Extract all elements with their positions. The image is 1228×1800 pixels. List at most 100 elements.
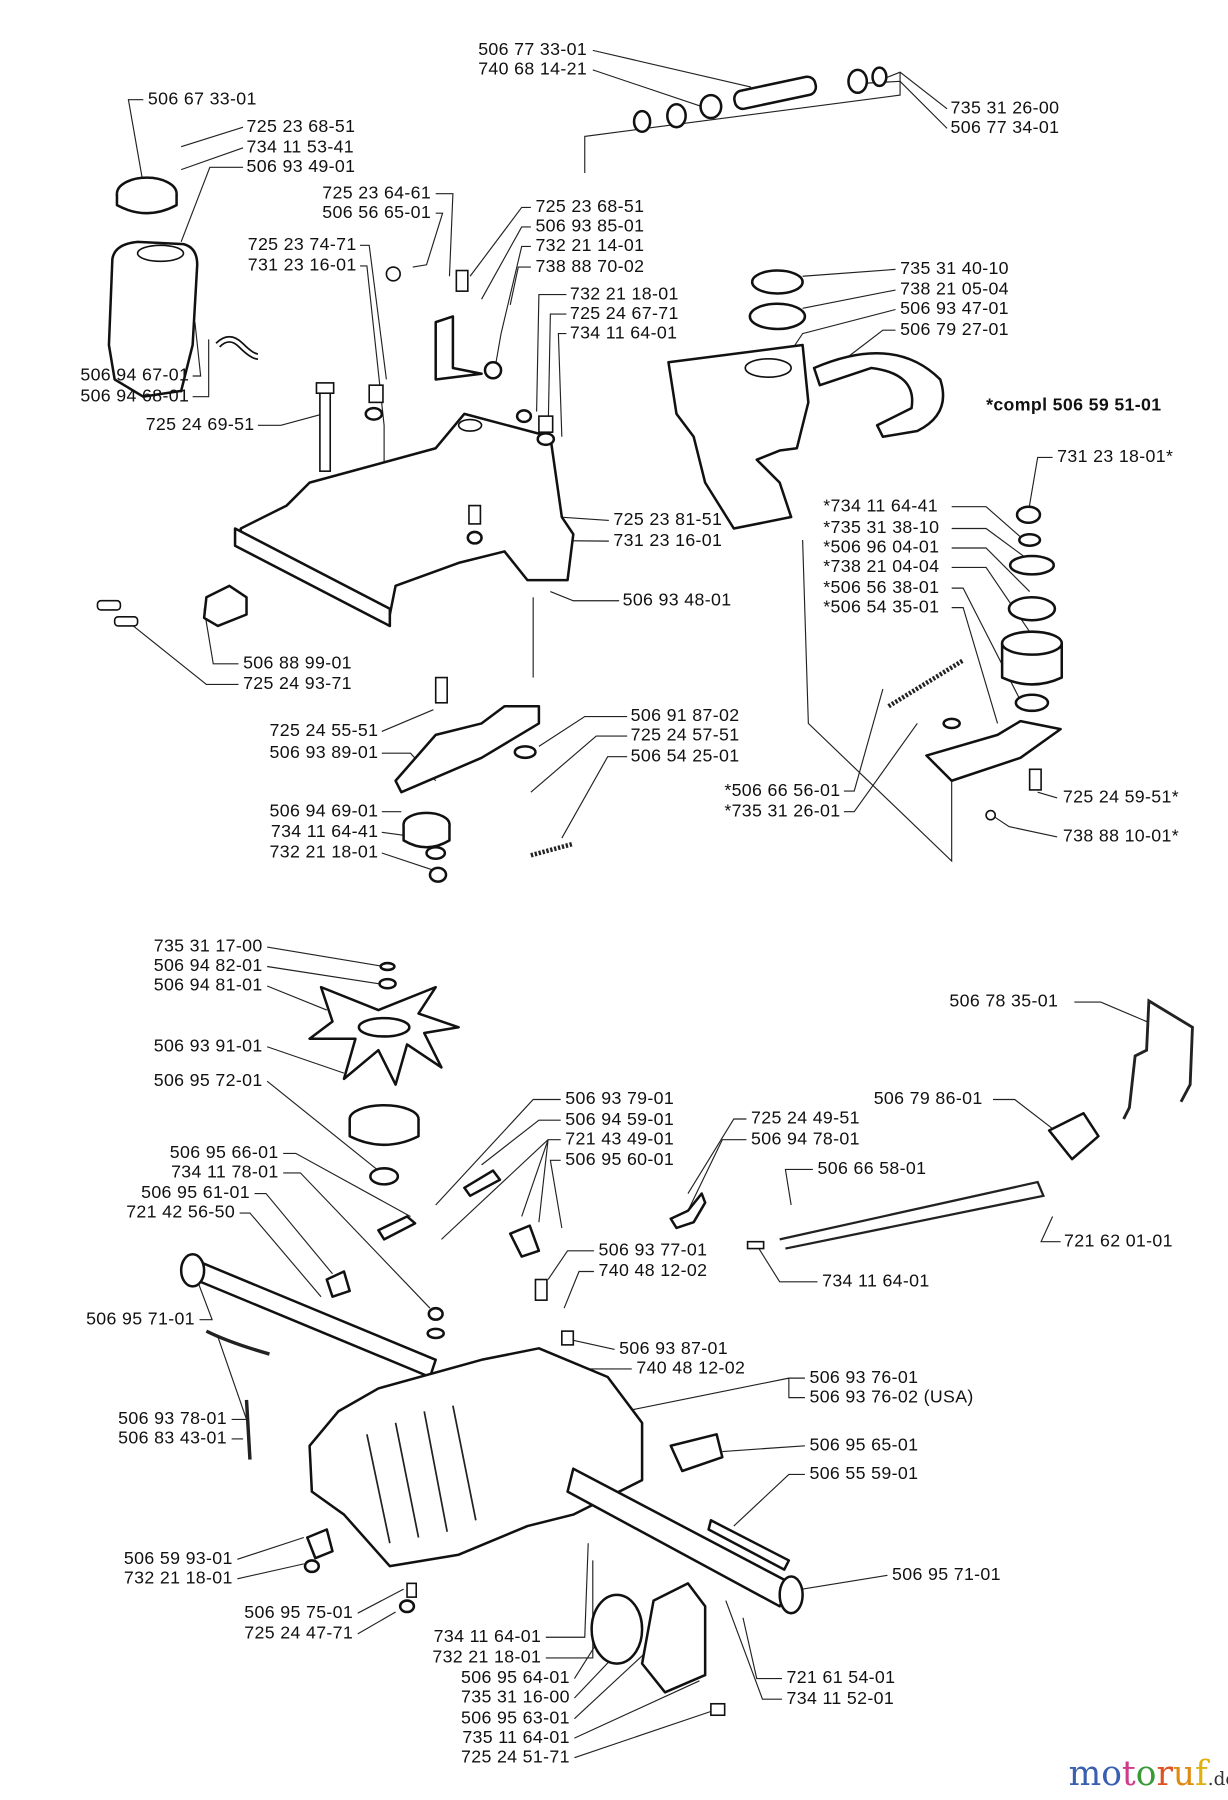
bracket: [325, 1270, 351, 1298]
callout: 721 61 54-01: [787, 1667, 896, 1687]
frame-hole: [457, 418, 483, 432]
callout: 506 95 63-01: [461, 1707, 570, 1727]
lever: [508, 1224, 541, 1258]
callout: 506 94 81-01: [154, 975, 263, 995]
callout: 506 77 34-01: [951, 117, 1060, 137]
callout: 732 21 14-01: [535, 235, 644, 255]
bolt: [538, 415, 554, 433]
callout: 506 94 68-01: [80, 385, 189, 405]
callout: 506 93 49-01: [247, 156, 356, 176]
bushing-top: [1000, 630, 1064, 656]
callout: 721 42 56-50: [126, 1202, 235, 1222]
callout: 732 21 18-01: [270, 842, 379, 862]
callout: 734 11 64-41: [271, 821, 379, 841]
bolt: [468, 504, 482, 525]
long-bolt: [319, 390, 332, 472]
callout: 725 24 49-51: [751, 1108, 860, 1128]
callout: *735 31 26-01: [724, 800, 840, 820]
callout: 506 93 91-01: [154, 1035, 263, 1055]
screw: [385, 266, 401, 282]
callout: 725 23 81-51: [613, 509, 722, 529]
callout: 506 93 76-01: [809, 1367, 918, 1387]
brake-caliper: [640, 1582, 707, 1694]
circlip: [1008, 554, 1055, 576]
callout: 731 23 16-01: [248, 255, 357, 275]
lever: [463, 1169, 502, 1198]
callout: 725 24 51-71: [461, 1746, 570, 1766]
lever-plate: [925, 719, 1062, 783]
reservoir-neck: [136, 244, 185, 263]
washer: [398, 1599, 416, 1614]
callout: *506 96 04-01: [823, 537, 939, 557]
callout: 506 95 75-01: [244, 1602, 353, 1622]
callout-labels: 506 77 33-01 740 68 14-21 735 31 26-00 5…: [80, 39, 1179, 1766]
callout: 734 11 64-01: [434, 1626, 542, 1646]
key: [707, 1519, 791, 1571]
callout: 506 93 78-01: [118, 1408, 227, 1428]
bolt: [710, 1702, 726, 1717]
callout: 506 95 71-01: [892, 1564, 1001, 1584]
callout: 506 77 33-01: [478, 39, 587, 59]
nut: [1015, 505, 1042, 525]
nut: [515, 409, 533, 424]
bolt: [746, 1240, 765, 1250]
bracket: [202, 584, 248, 628]
callout: 506 94 82-01: [154, 955, 263, 975]
bearing: [748, 302, 807, 331]
callout: 734 11 64-01: [570, 322, 678, 342]
pulley-rim: [348, 1118, 420, 1146]
axle-right: [566, 1467, 793, 1608]
spring-cover: [669, 1433, 724, 1473]
callout: *506 66 56-01: [724, 780, 840, 800]
callout: 506 95 60-01: [565, 1149, 674, 1169]
nut: [427, 1306, 444, 1321]
callout: 506 67 33-01: [148, 88, 257, 108]
callout: 735 31 16-00: [461, 1687, 570, 1707]
callout: 506 93 87-01: [619, 1338, 728, 1358]
callout: 506 78 35-01: [949, 991, 1058, 1011]
washer: [942, 717, 961, 730]
reservoir-tank: [107, 240, 199, 398]
axle-seal: [778, 1575, 804, 1615]
callout: 725 24 47-71: [244, 1623, 353, 1643]
callout: 506 59 93-01: [124, 1548, 233, 1568]
bolt-head: [315, 382, 335, 395]
washer: [536, 432, 556, 447]
spacer: [1014, 693, 1050, 713]
bushing: [369, 1167, 400, 1186]
callout: 725 24 69-51: [146, 414, 255, 434]
callout: 725 24 67-71: [570, 303, 679, 323]
washer: [426, 1327, 445, 1340]
steering-band: [812, 351, 945, 439]
bellcrank-plate: [1047, 1112, 1100, 1161]
callout: 725 23 74-71: [248, 234, 357, 254]
callout: 506 54 25-01: [631, 745, 740, 765]
callout: *506 56 38-01: [823, 577, 939, 597]
callout: 734 11 78-01: [171, 1162, 279, 1182]
callout: 734 11 52-01: [787, 1688, 895, 1708]
callout: 506 55 59-01: [809, 1463, 918, 1483]
callout: 725 24 93-71: [243, 673, 352, 693]
bracket: [669, 1192, 707, 1230]
nut: [428, 866, 448, 883]
callout: 725 24 59-51*: [1063, 787, 1179, 807]
callout: 734 11 64-01: [822, 1271, 930, 1291]
callout: 721 62 01-01: [1064, 1230, 1173, 1250]
callout: 506 93 79-01: [565, 1088, 674, 1108]
callout: 506 93 85-01: [535, 216, 644, 236]
callout: 740 68 14-21: [478, 59, 587, 79]
circlip: [632, 109, 652, 134]
callout: *738 21 04-04: [823, 556, 939, 576]
callout: 506 94 69-01: [270, 800, 379, 820]
circlip: [379, 961, 396, 972]
nut: [483, 360, 503, 380]
watermark-logo: motoruf.de: [1069, 1754, 1228, 1794]
bolt: [368, 384, 384, 404]
washer: [1018, 532, 1042, 547]
callout: 735 11 64-01: [462, 1727, 570, 1747]
callout: 725 23 68-51: [247, 116, 356, 136]
callout: 506 95 66-01: [170, 1142, 279, 1162]
axle-left: [193, 1261, 437, 1379]
